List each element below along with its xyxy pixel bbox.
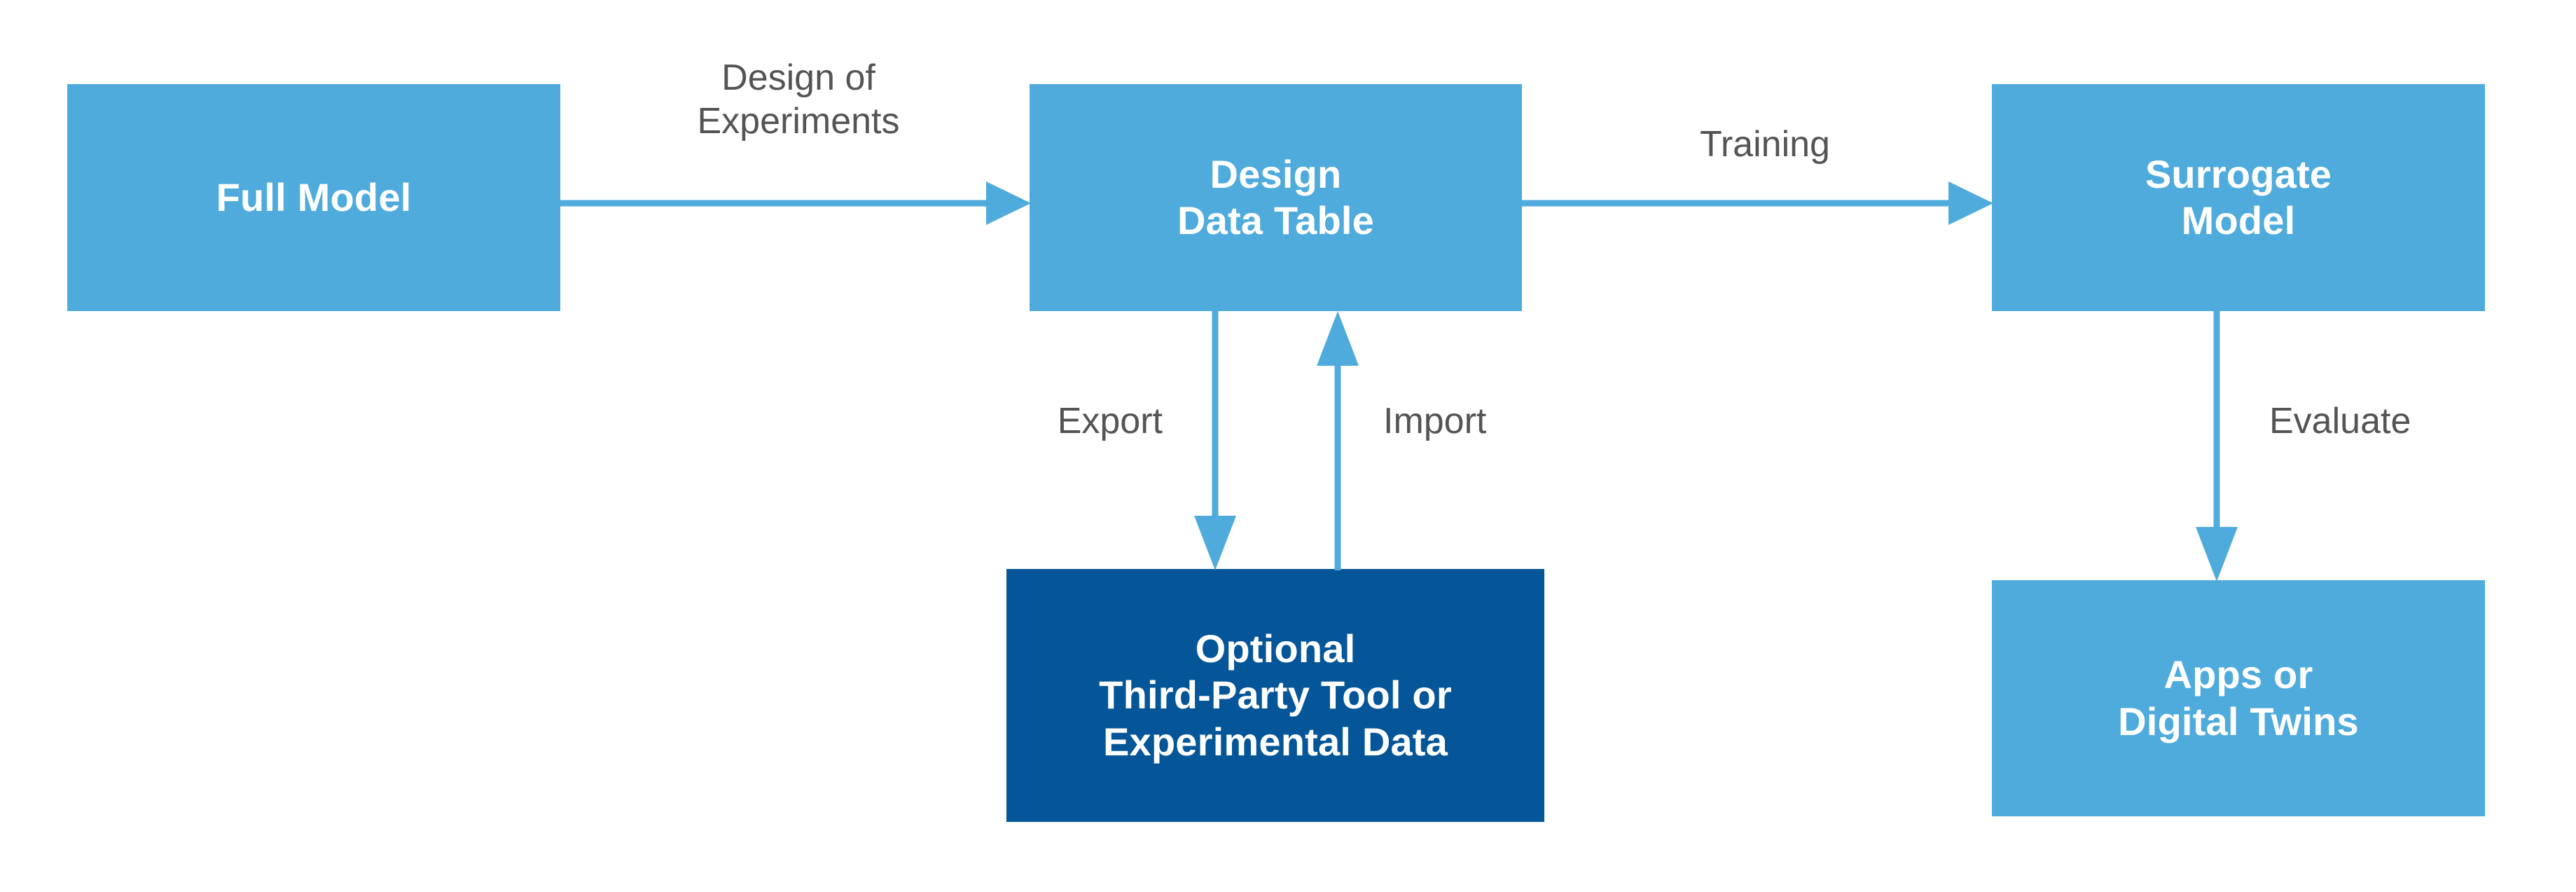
arrow-right-design-of-experiments bbox=[560, 179, 1031, 228]
node-design-data-table[interactable]: Design Data Table bbox=[1030, 84, 1522, 311]
edge-label-evaluate: Evaluate bbox=[2269, 401, 2411, 441]
node-optional-third-party-tool[interactable]: Optional Third-Party Tool or Experimenta… bbox=[1006, 569, 1544, 822]
node-apps-or-digital-twins[interactable]: Apps or Digital Twins bbox=[1992, 580, 2485, 816]
arrow-down-evaluate bbox=[2192, 311, 2241, 582]
edge-label-import: Import bbox=[1383, 401, 1487, 441]
arrow-down-export bbox=[1191, 311, 1240, 570]
node-full-model-label: Full Model bbox=[216, 174, 412, 219]
arrow-right-training bbox=[1522, 179, 1993, 228]
edge-label-training: Training bbox=[1700, 124, 1830, 165]
node-optional-third-party-tool-label: Optional Third-Party Tool or Experimenta… bbox=[1099, 626, 1452, 764]
node-design-data-table-label: Design Data Table bbox=[1177, 151, 1375, 242]
node-full-model[interactable]: Full Model bbox=[67, 84, 560, 311]
node-surrogate-model-label: Surrogate Model bbox=[2145, 151, 2332, 242]
edge-label-design-of-experiments: Design of Experiments bbox=[697, 57, 900, 142]
node-apps-or-digital-twins-label: Apps or Digital Twins bbox=[2118, 652, 2359, 743]
arrow-up-import bbox=[1313, 311, 1362, 570]
edge-label-export: Export bbox=[1057, 401, 1163, 441]
node-surrogate-model[interactable]: Surrogate Model bbox=[1992, 84, 2485, 311]
